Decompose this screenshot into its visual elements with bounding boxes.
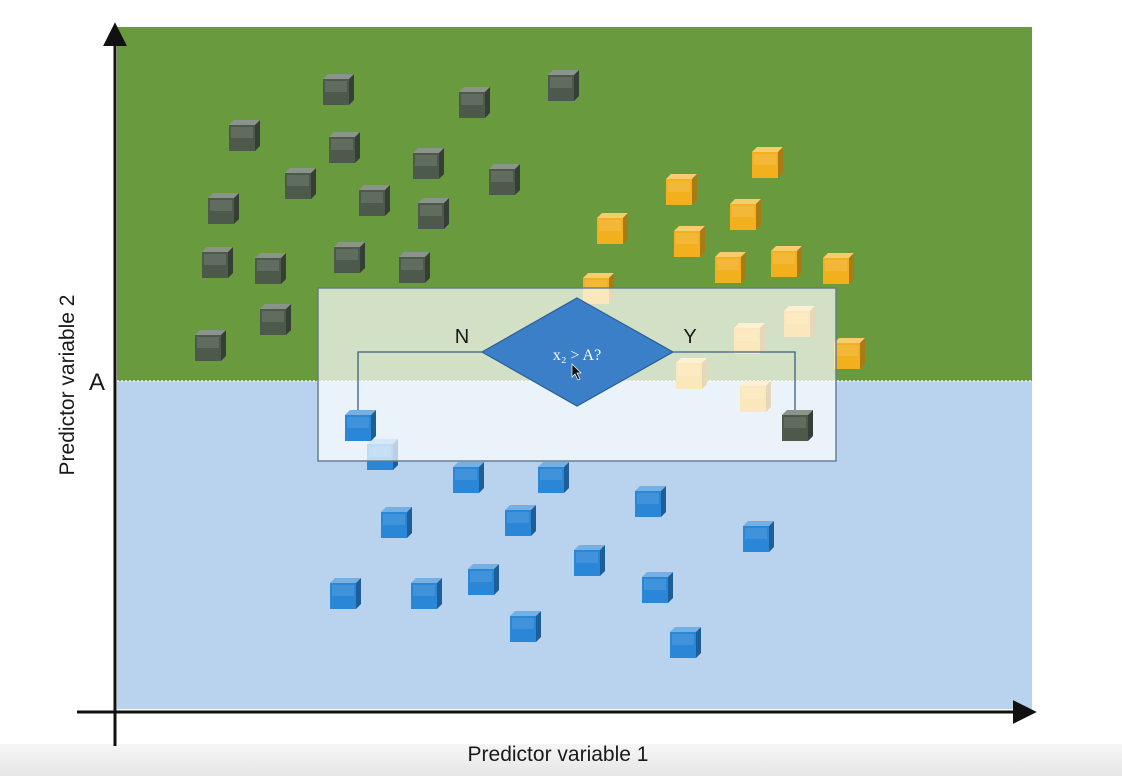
yes-leaf-cube-shape	[782, 410, 813, 441]
player-bottom-strip	[0, 744, 1122, 776]
decision-node-overlay: x₂ > A? N Y	[317, 287, 837, 462]
blue-cube	[411, 578, 442, 609]
blue-cube	[330, 578, 361, 609]
x-axis-label: Predictor variable 1	[468, 743, 649, 766]
gray-cube	[334, 242, 365, 273]
no-branch-line	[357, 351, 482, 414]
gray-cube	[285, 168, 316, 199]
gray-cube	[229, 120, 260, 151]
decision-diamond	[480, 297, 675, 407]
gray-cube	[413, 148, 444, 179]
decision-condition: x₂ > A?	[553, 347, 601, 364]
gray-cube	[329, 132, 360, 163]
yes-branch-label: Y	[683, 326, 696, 348]
blue-cube	[538, 462, 569, 493]
gray-cube	[459, 87, 490, 118]
yellow-cube	[715, 252, 746, 283]
yellow-cube	[752, 147, 783, 178]
gray-cube	[260, 304, 291, 335]
blue-cube	[453, 462, 484, 493]
gray-cube	[195, 330, 226, 361]
gray-cube	[548, 70, 579, 101]
yes-leaf-cube	[782, 410, 813, 441]
blue-cube	[670, 627, 701, 658]
no-leaf-cube-shape	[345, 410, 376, 441]
yellow-cube	[771, 246, 802, 277]
data-points	[195, 70, 865, 658]
no-leaf-cube	[345, 410, 376, 441]
gray-cube	[255, 253, 286, 284]
mouse-cursor-icon	[571, 363, 582, 381]
y-axis-label: Predictor variable 2	[56, 295, 79, 476]
threshold-label: A	[89, 369, 105, 396]
blue-cube	[635, 486, 666, 517]
yellow-cube	[674, 226, 705, 257]
gray-cube	[359, 185, 390, 216]
no-branch-label: N	[455, 326, 469, 348]
gray-cube	[208, 193, 239, 224]
yellow-cube	[823, 253, 854, 284]
yellow-cube	[666, 174, 697, 205]
gray-cube	[399, 252, 430, 283]
gray-cube	[418, 198, 449, 229]
blue-cube	[468, 564, 499, 595]
blue-cube	[574, 545, 605, 576]
blue-cube	[381, 507, 412, 538]
gray-cube	[202, 247, 233, 278]
blue-cube	[505, 505, 536, 536]
gray-cube	[489, 164, 520, 195]
yes-branch-line	[672, 351, 796, 414]
yellow-cube	[834, 338, 865, 369]
yellow-cube	[730, 199, 761, 230]
yellow-cube	[597, 213, 628, 244]
blue-cube	[743, 521, 774, 552]
blue-cube	[642, 572, 673, 603]
blue-cube	[510, 611, 541, 642]
gray-cube	[323, 74, 354, 105]
